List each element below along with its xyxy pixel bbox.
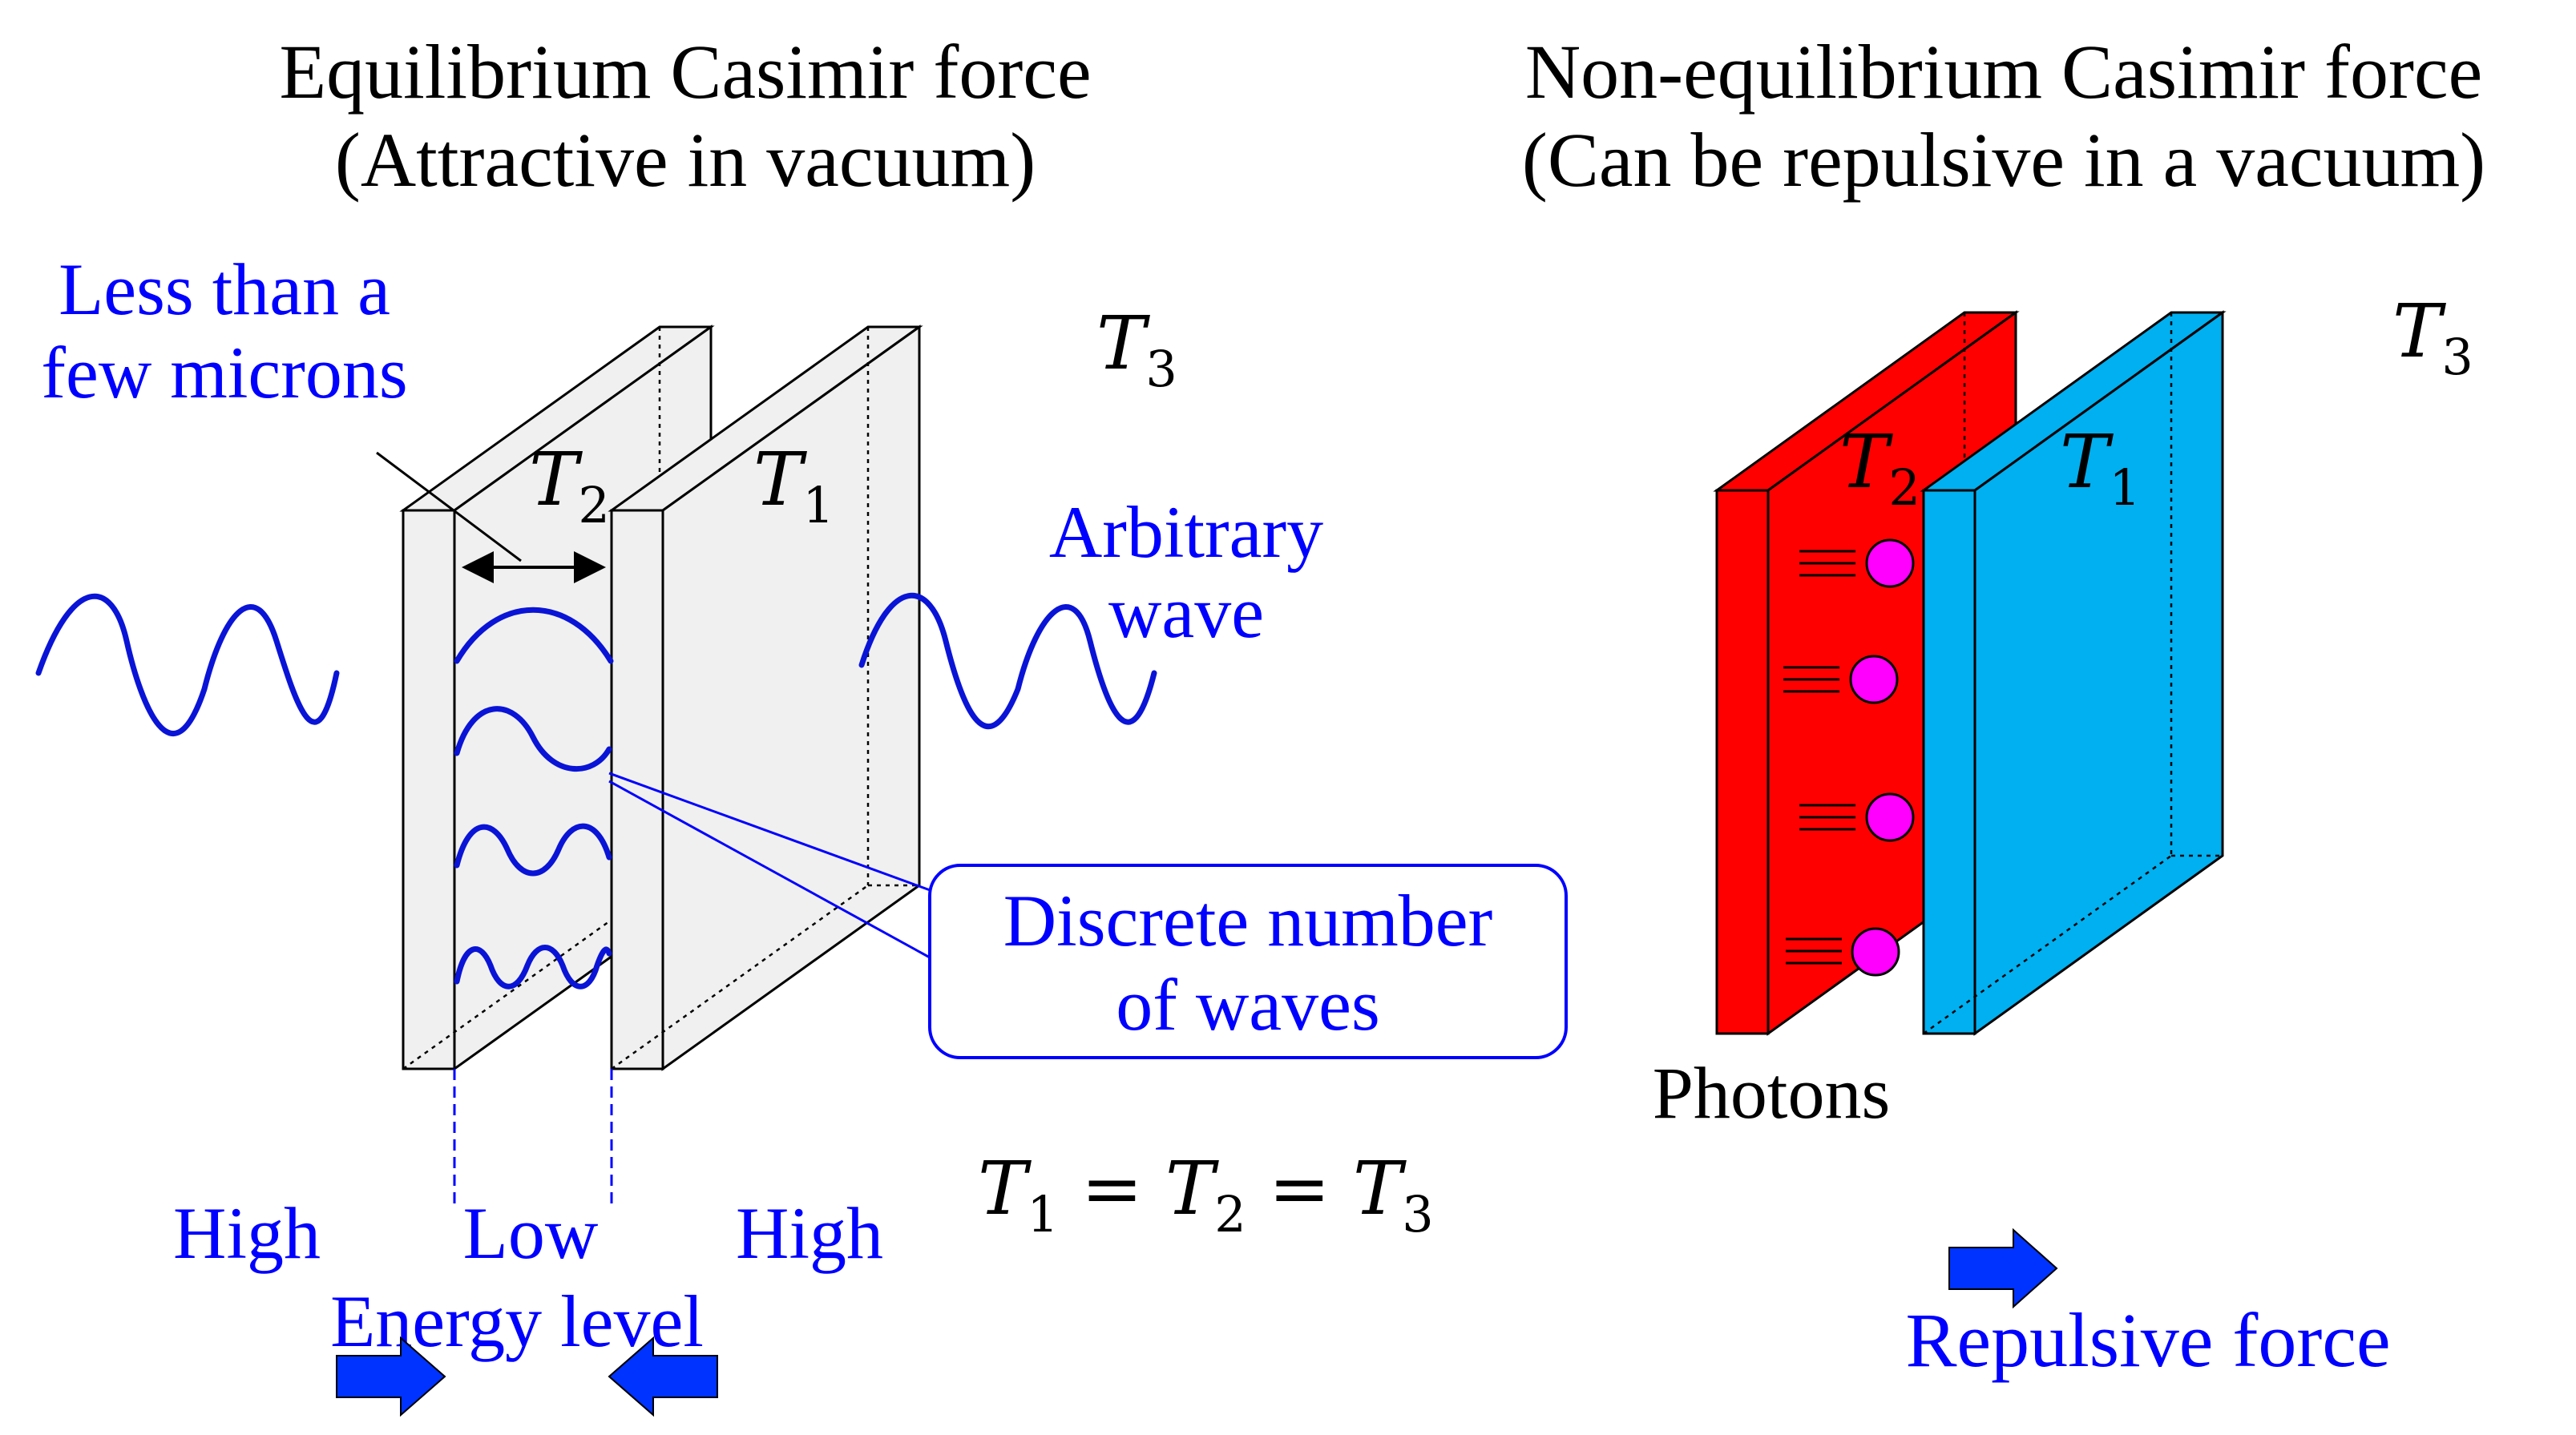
- left-t3-label: T3: [1096, 300, 1177, 398]
- plate-t1-right: [1920, 310, 2227, 1036]
- arbitrary-wave-line1: Arbitrary: [1049, 491, 1323, 573]
- standing-wave-2: [454, 706, 612, 772]
- photon-group-3: [1799, 792, 1915, 842]
- left-t2-label: T2: [529, 437, 610, 534]
- callout-line2: of waves: [1116, 964, 1380, 1046]
- equilibrium-equation: T1=T2=T3: [978, 1146, 1434, 1244]
- standing-wave-4: [454, 945, 612, 990]
- photons-label: Photons: [1653, 1052, 1891, 1134]
- callout-pointer-2: [608, 780, 931, 959]
- free-wave-left: [35, 593, 340, 736]
- gap-pointer-line: [376, 451, 522, 562]
- left-t1-label: T1: [753, 437, 834, 534]
- arbitrary-wave-line2: wave: [1108, 571, 1264, 653]
- energy-high-left: High: [173, 1192, 321, 1274]
- arrow-right-icon: [336, 1336, 446, 1417]
- free-wave-right: [858, 592, 1157, 730]
- energy-low: Low: [463, 1192, 599, 1274]
- repulsive-force-label: Repulsive force: [1905, 1297, 2390, 1383]
- left-title-line1: Equilibrium Casimir force: [279, 29, 1091, 115]
- arrow-left-icon: [608, 1336, 718, 1417]
- right-t1-label: T1: [2060, 419, 2141, 517]
- energy-high-right: High: [736, 1192, 883, 1274]
- photon-icon: [1849, 655, 1899, 704]
- photon-icon: [1865, 538, 1915, 588]
- right-title-line2: (Can be repulsive in a vacuum): [1522, 117, 2485, 203]
- callout-line1: Discrete number: [1003, 880, 1493, 961]
- gap-label-line2: few microns: [41, 332, 407, 413]
- photon-icon: [1851, 927, 1900, 977]
- photon-group-4: [1786, 927, 1900, 977]
- arrow-right-icon: [1948, 1227, 2058, 1309]
- photon-icon: [1865, 792, 1915, 842]
- plate-t1-left: [608, 324, 923, 1071]
- left-title-line2: (Attractive in vacuum): [335, 117, 1036, 203]
- photon-group-2: [1783, 655, 1899, 704]
- right-t3-label: T3: [2392, 288, 2473, 386]
- right-t2-label: T2: [1839, 419, 1920, 517]
- gap-label-line1: Less than a: [59, 248, 390, 330]
- standing-wave-3: [454, 823, 612, 877]
- photon-group-1: [1799, 538, 1915, 588]
- standing-wave-1: [454, 607, 614, 664]
- callout-pointer-1: [608, 772, 951, 899]
- right-title-line1: Non-equilibrium Casimir force: [1525, 29, 2482, 115]
- callout-box: [928, 864, 1568, 1059]
